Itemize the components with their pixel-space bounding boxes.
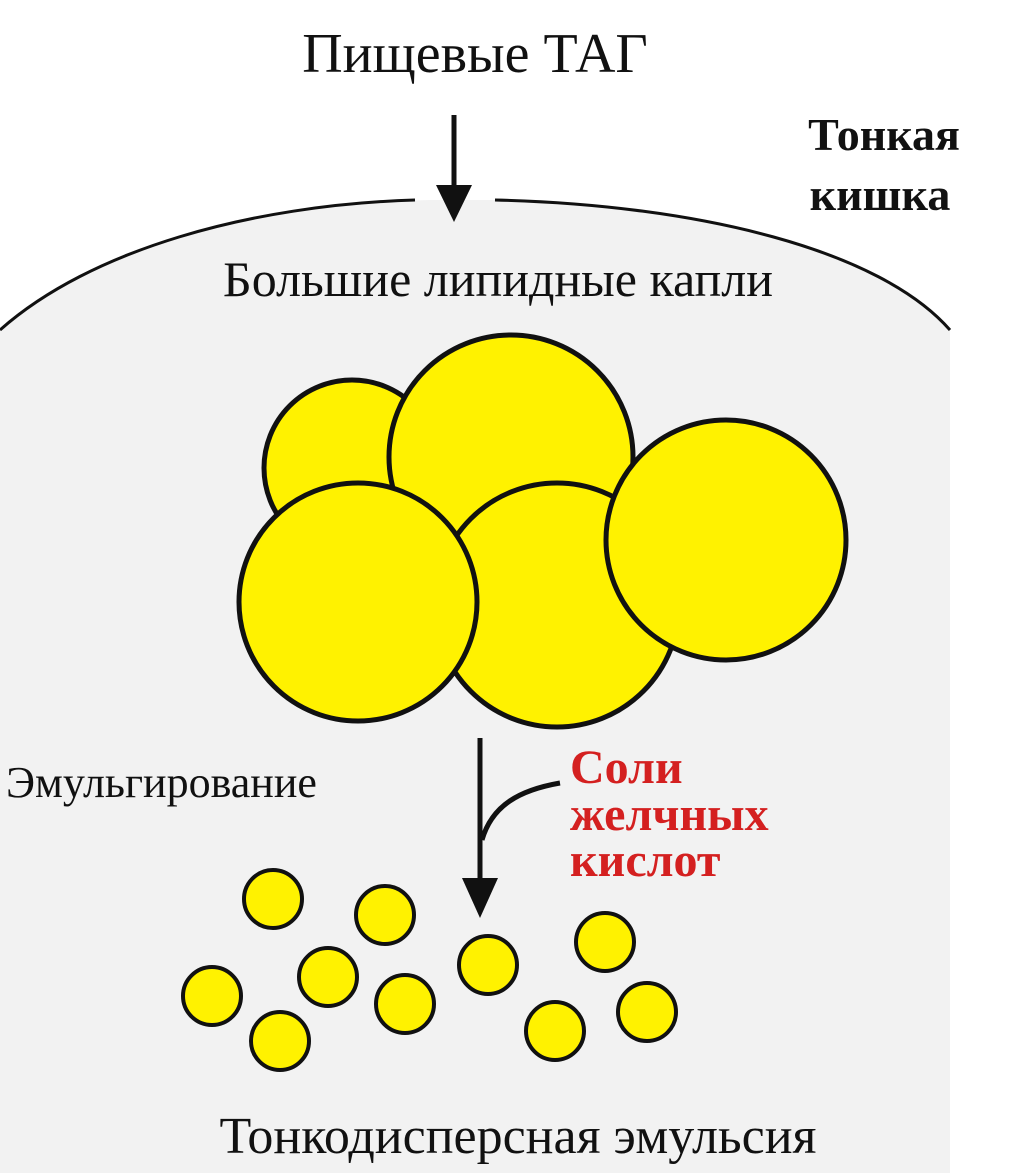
emulsification-arrowhead [462,878,498,918]
agent-label-line3: кислот [570,834,721,887]
small-droplet [574,911,636,973]
small-droplet [181,965,243,1027]
large-lipid-droplets [236,332,849,730]
small-droplet [457,934,519,996]
agent-label-line1: Соли [570,741,683,794]
large-droplet [236,480,480,724]
small-droplet [616,981,678,1043]
small-droplet [249,1010,311,1072]
small-droplet [354,884,416,946]
small-droplet [242,868,304,930]
intestine-wall-right [494,198,952,331]
organ-label-line1: Тонкая [808,109,960,160]
input-label: Пищевые ТАГ [302,23,648,85]
large-drops-label: Большие липидные капли [223,251,773,307]
agent-label-line2: желчных [570,788,769,841]
large-droplet [603,417,849,663]
intake-arrowhead [436,185,472,222]
organ-label-line2: кишка [810,169,951,220]
small-droplet [524,1000,586,1062]
intestine-wall-left [0,198,416,332]
process-label: Эмульгирование [6,758,317,807]
bile-salt-connector [479,780,561,841]
output-label: Тонкодисперсная эмульсия [220,1108,817,1165]
small-droplet [374,973,436,1035]
emulsion-droplets [181,868,678,1072]
small-droplet [297,946,359,1008]
